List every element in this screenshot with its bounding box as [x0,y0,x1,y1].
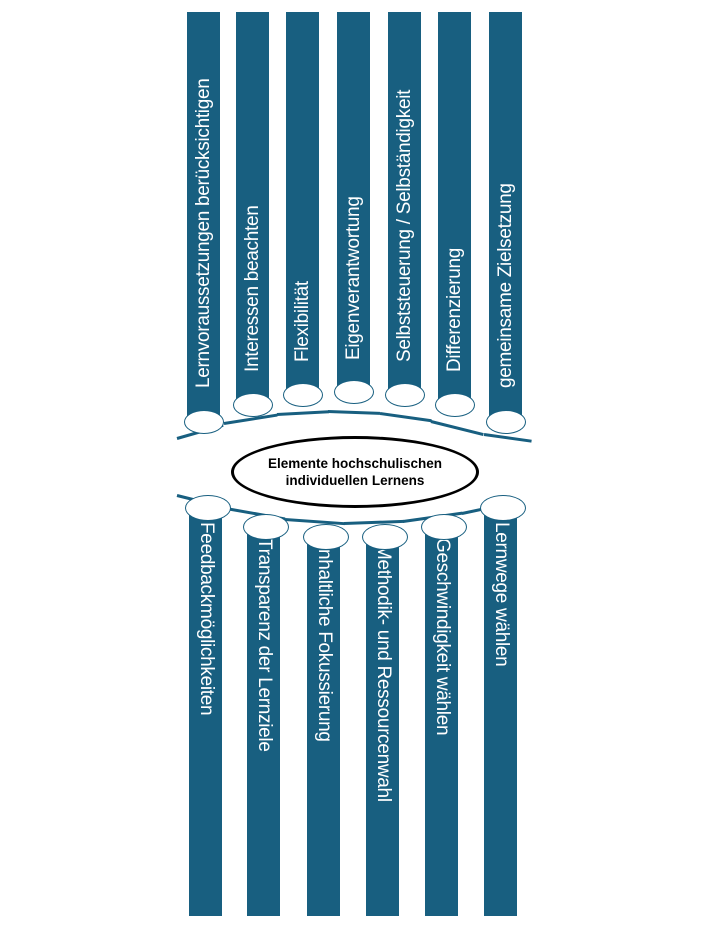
top-bead [283,383,323,407]
bottom-bar-5: Geschwindigkeit wählen [425,528,458,916]
top-chain-segment [276,410,330,416]
top-label-6: Differenzierung [443,247,465,372]
bottom-label-6: Lernwege wählen [490,522,512,667]
center-ellipse: Elemente hochschulischen individuellen L… [231,436,479,508]
top-label-5: Selbststeuerung / Selbständigkeit [393,89,415,362]
bottom-label-2: Transparenz der Lernziele [253,538,275,752]
bottom-bead [421,514,467,540]
top-bead [334,380,374,404]
top-bead [486,410,526,434]
bottom-bead [303,524,349,550]
bottom-bar-6: Lernwege wählen [484,512,517,916]
top-chain-segment [483,433,532,443]
top-bar-7: gemeinsame Zielsetzung [489,12,522,420]
bottom-bar-1: Feedbackmöglichkeiten [189,512,222,916]
top-label-7: gemeinsame Zielsetzung [494,183,516,388]
top-bead [233,393,273,417]
top-bead [435,393,475,417]
top-label-1: Lernvoraussetzungen berücksichtigen [192,78,214,388]
bottom-bar-2: Transparenz der Lernziele [247,528,280,916]
top-chain-segment [327,410,381,415]
bottom-bar-3: Inhaltliche Fokussierung [307,534,340,916]
top-label-2: Interessen beachten [241,205,263,372]
top-label-3: Flexibilität [291,281,313,362]
top-chain-segment [379,412,432,423]
top-chain-segment [430,420,484,437]
top-bar-6: Differenzierung [438,12,471,404]
top-bar-2: Interessen beachten [236,12,269,404]
bottom-chain-segment [284,518,345,526]
bottom-label-4: Methodik- und Ressourcenwahl [372,544,394,802]
bottom-label-1: Feedbackmöglichkeiten [195,522,217,716]
top-bar-1: Lernvoraussetzungen berücksichtigen [187,12,220,420]
bottom-bead [362,524,408,550]
top-bar-5: Selbststeuerung / Selbständigkeit [388,12,421,394]
top-bar-4: Eigenverantwortung [337,12,370,392]
bottom-bar-4: Methodik- und Ressourcenwahl [366,534,399,916]
bottom-label-3: Inhaltliche Fokussierung [313,544,335,742]
bottom-chain-segment [343,519,405,525]
bottom-label-5: Geschwindigkeit wählen [431,538,453,736]
top-label-4: Eigenverantwortung [342,196,364,360]
top-bead [184,410,224,434]
bottom-bead [480,495,526,521]
bottom-bead [243,514,289,540]
top-bead [385,383,425,407]
diagram-title: Elemente hochschulischen individuellen L… [267,456,443,488]
top-bar-3: Flexibilität [286,12,319,394]
bottom-bead [185,495,231,521]
